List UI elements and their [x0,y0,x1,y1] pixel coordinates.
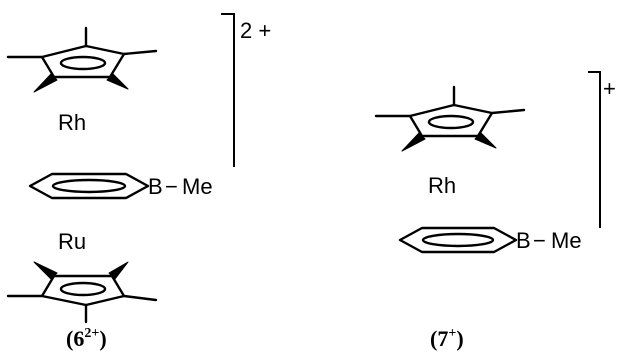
metal-label-rh: Rh [58,110,86,135]
boron-label: B [516,228,531,253]
cp-star-ring-7 [374,85,526,152]
compound-label-7: (7+) [430,326,464,351]
charge-bracket-6 [221,13,235,167]
methyl-label: Me [551,228,582,253]
metal-label-rh: Rh [428,173,456,198]
charge-label-7: + [603,76,616,101]
metal-label-ru: Ru [58,229,86,254]
complex-7: Rh B − Me + (7+) [374,71,616,351]
bond-dash: − [165,174,178,199]
bond-dash: − [533,228,546,253]
charge-label-6: 2 + [240,18,271,43]
cp-star-ring-bottom [6,261,158,324]
boron-label: B [148,174,163,199]
boratabenzene-ring-6 [28,172,150,200]
methyl-label: Me [182,174,213,199]
charge-bracket-7 [588,71,601,228]
complex-6: Rh B − Me Ru 2 + (62+) [6,13,271,351]
boratabenzene-ring-7 [398,226,518,254]
cp-star-ring-top [6,26,158,93]
compound-label-6: (62+) [66,326,107,351]
